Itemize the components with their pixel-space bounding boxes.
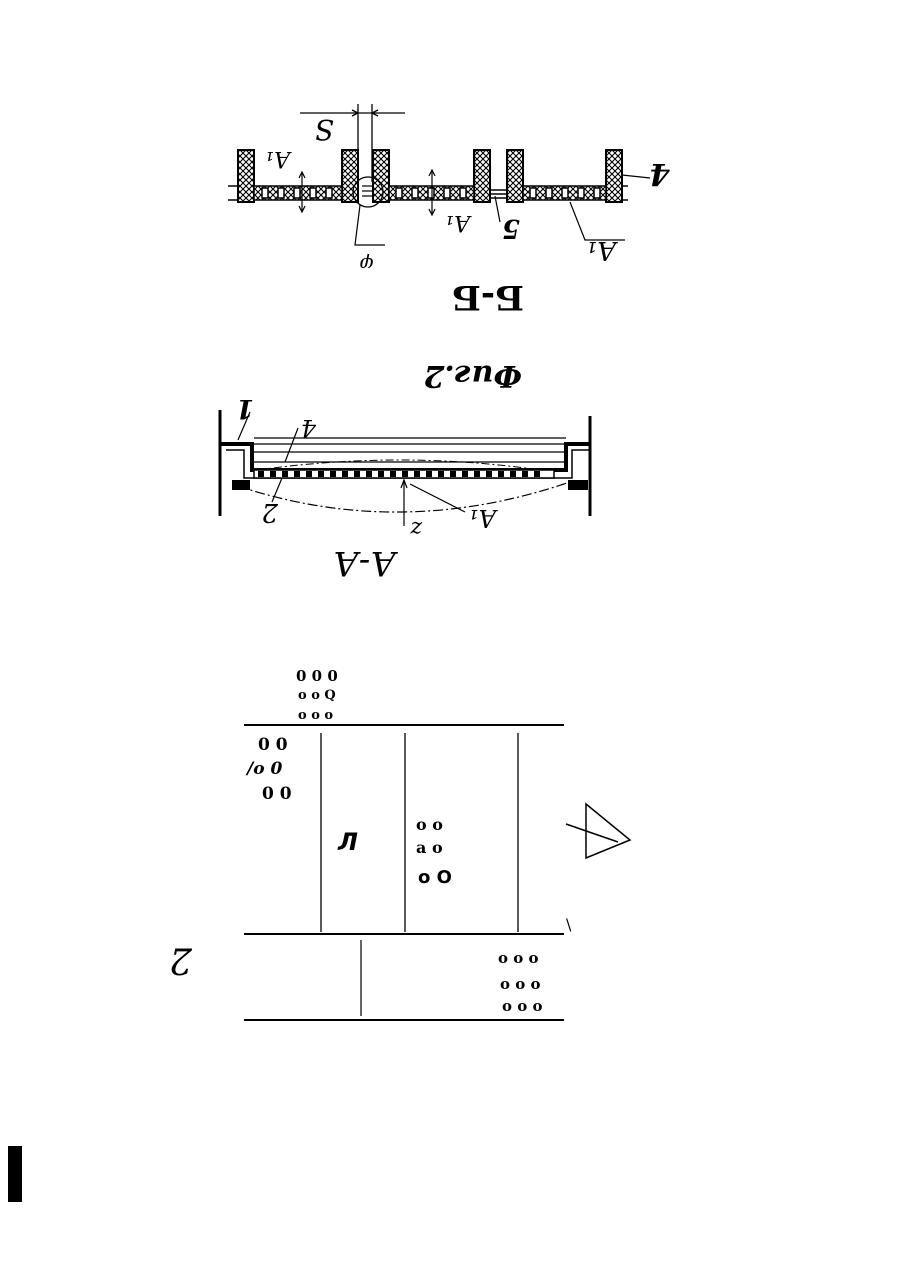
rib-6: [606, 150, 622, 202]
perforated-strips: [228, 186, 628, 200]
section-bb-caption: Б-Б: [452, 277, 524, 317]
label-a1-right: A₁: [587, 235, 618, 265]
big-glyph: 2: [169, 939, 193, 980]
label-1: 1: [236, 393, 254, 423]
section-aa-caption: А-А: [333, 543, 398, 583]
rib-1: [238, 150, 254, 202]
label-z: z: [410, 516, 423, 541]
left-dots-row-2: /o 0: [245, 759, 282, 779]
black-margin-bar: [8, 1146, 22, 1202]
top-dots-row-1: 0 0 0: [296, 667, 338, 685]
triangle-shape: [566, 804, 630, 858]
bottom-dots-row-2: o o o: [500, 975, 540, 993]
mid-dots-row-1: o o: [416, 815, 443, 834]
bottom-dots-row-1: o o o: [498, 949, 538, 967]
mid-dots-row-3: o O: [418, 867, 452, 888]
label-a1-mid: A₁: [445, 210, 472, 235]
label-s: S: [315, 113, 334, 146]
mid-dots-row-2: a o: [416, 838, 443, 857]
rib-3: [373, 150, 389, 202]
label-4: 4: [649, 156, 670, 191]
section-aa-drawing: 1 4 2 z A₁ А-А: [220, 393, 590, 583]
section-bb-drawing: S: [228, 104, 670, 317]
left-dots-row-3: 0 0: [262, 784, 292, 804]
top-dots-row-3: o o o: [298, 708, 333, 723]
lower-diagram: 0 0 0 o o Q o o o 0 0 /o 0 0 0 Л o o a o…: [169, 667, 630, 1020]
bottom-dots-row-3: o o o: [502, 997, 542, 1015]
top-dots-row-2: o o Q: [298, 688, 336, 703]
label-2: 2: [261, 497, 279, 527]
fig-caption: Фиг.2: [424, 358, 522, 393]
rib-4: [474, 150, 490, 202]
label-a1-aa: A₁: [469, 504, 498, 532]
rib-5: [507, 150, 523, 202]
slash-mark: \: [566, 915, 572, 934]
left-dots-row-1: 0 0: [258, 735, 288, 755]
label-phi: φ: [360, 253, 374, 277]
rib-2: [342, 150, 358, 202]
label-a1-left: A₁: [265, 146, 292, 171]
center-letter: Л: [337, 828, 358, 856]
label-4-aa: 4: [301, 414, 317, 442]
label-5: 5: [502, 213, 520, 243]
